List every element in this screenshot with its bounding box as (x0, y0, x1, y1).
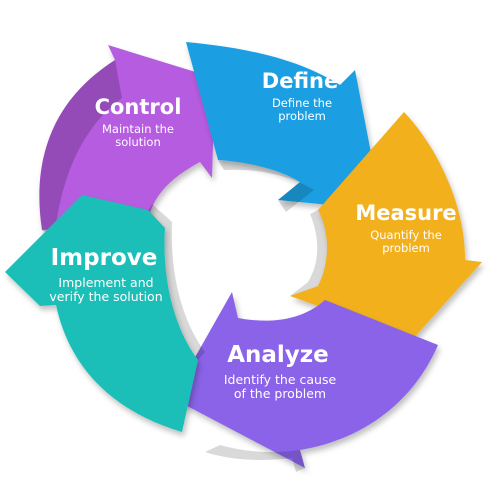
measure-arrow (290, 112, 482, 340)
measure-desc-line-2: problem (382, 241, 430, 255)
control-desc-line-2: solution (115, 135, 161, 149)
analyze-arrow (172, 292, 438, 468)
stage-measure: Measure Quantify the problem (290, 112, 482, 340)
measure-title: Measure (355, 201, 456, 225)
control-arrow (39, 45, 215, 230)
analyze-arrow-side (205, 445, 305, 472)
define-desc-line-2: problem (278, 109, 326, 123)
improve-arrow-side (148, 204, 205, 360)
stage-analyze: Analyze Identify the cause of the proble… (172, 292, 438, 472)
define-arrow-side (218, 160, 314, 212)
control-desc-line-1: Maintain the (102, 122, 174, 136)
control-arrow-side (39, 60, 122, 238)
stage-improve: Improve Implement and verify the solutio… (5, 195, 205, 432)
measure-arrow-side (290, 210, 327, 296)
define-desc-line-1: Define the (272, 96, 332, 110)
improve-arrow (5, 195, 198, 432)
define-title: Define (262, 69, 338, 93)
analyze-title: Analyze (227, 342, 329, 368)
analyze-desc-line-1: Identify the cause (224, 372, 337, 387)
define-arrow (186, 42, 382, 210)
improve-desc-line-1: Implement and (58, 275, 153, 290)
improve-desc-line-2: verify the solution (49, 289, 162, 304)
improve-title: Improve (51, 245, 158, 271)
stage-define: Define Define the problem (186, 42, 382, 212)
stage-control: Control Maintain the solution (39, 45, 215, 238)
measure-desc-line-1: Quantify the (370, 228, 442, 242)
control-title: Control (95, 95, 182, 119)
analyze-desc-line-2: of the problem (234, 386, 326, 401)
